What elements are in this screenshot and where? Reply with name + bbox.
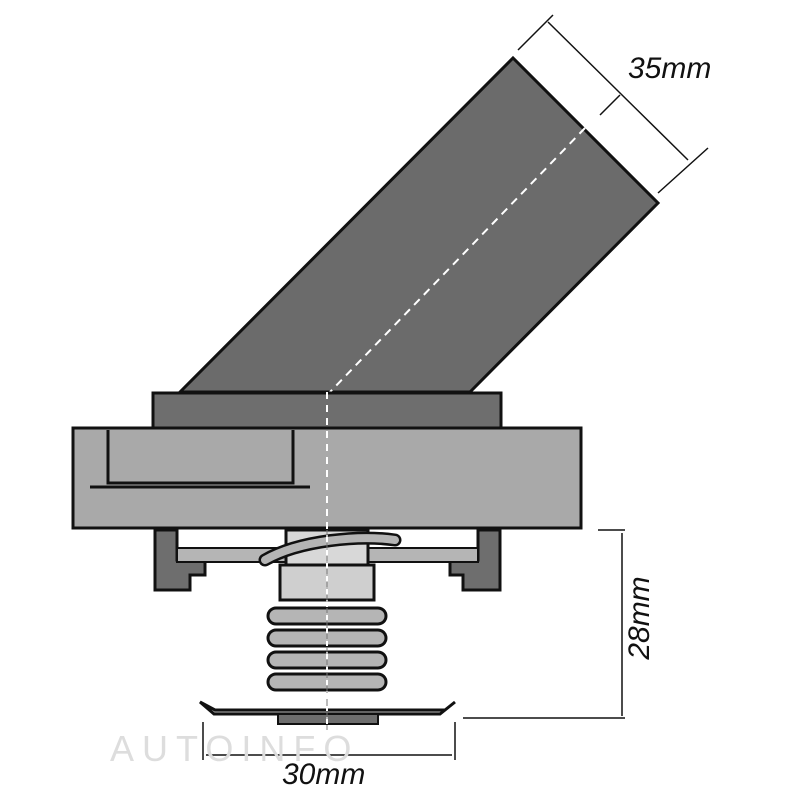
outlet-diameter-label: 35mm [628,52,712,85]
right-dimension-lines [463,529,625,719]
housing-recess [106,430,295,485]
bottom-dimension-lines [202,722,456,760]
valve-plate [199,700,456,716]
valve-height-label: 28mm [623,576,656,660]
pipe-centerline [329,127,586,393]
top-dimension-lines [517,14,709,194]
watermark: AUTOINFO [110,728,360,769]
outlet-pipe [176,55,661,394]
flange-width-label: 30mm [282,758,366,791]
